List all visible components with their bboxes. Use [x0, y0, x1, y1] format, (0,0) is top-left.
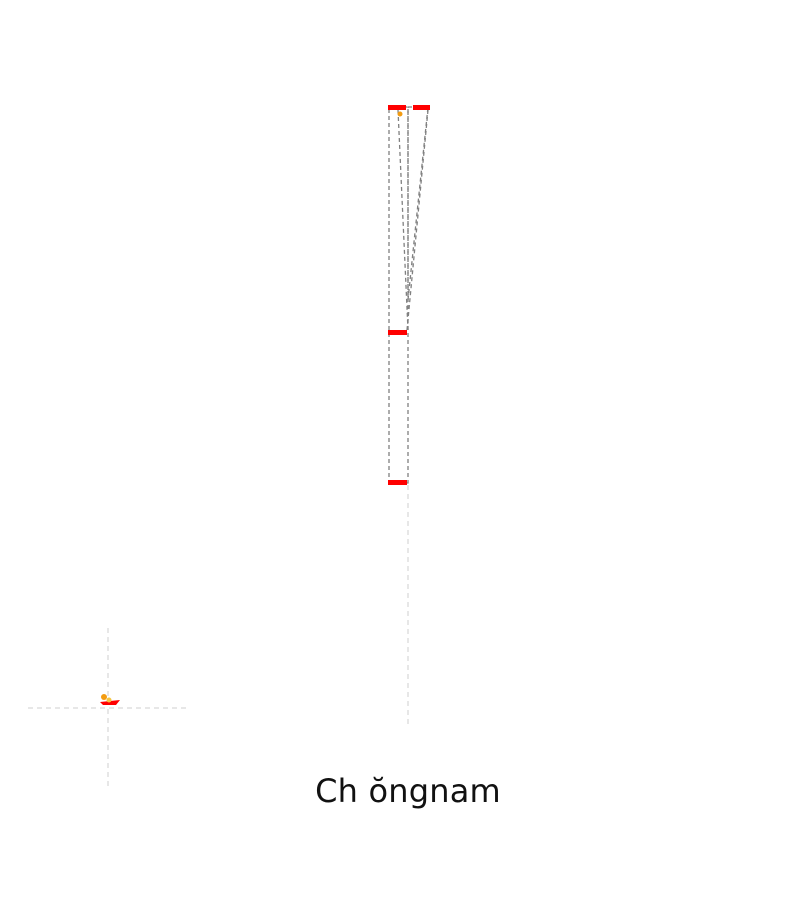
- marker-bottom: [388, 480, 407, 485]
- diagonal-stroke-a: [397, 109, 409, 331]
- marker-top-right: [413, 105, 430, 110]
- outline-left-column: [388, 106, 409, 484]
- marker-top-left: [388, 105, 406, 110]
- origin-marker: [100, 694, 120, 705]
- origin-marker-yellow: [106, 697, 112, 703]
- diagonal-stroke-b: [406, 109, 429, 331]
- outline-right-wedge: [407, 106, 429, 301]
- diagram-caption: Ch ŏngnam: [315, 772, 501, 810]
- origin-marker-orange: [101, 694, 107, 700]
- marker-middle: [388, 330, 407, 335]
- start-point-dot: [397, 111, 403, 117]
- origin-marker-red: [100, 700, 120, 705]
